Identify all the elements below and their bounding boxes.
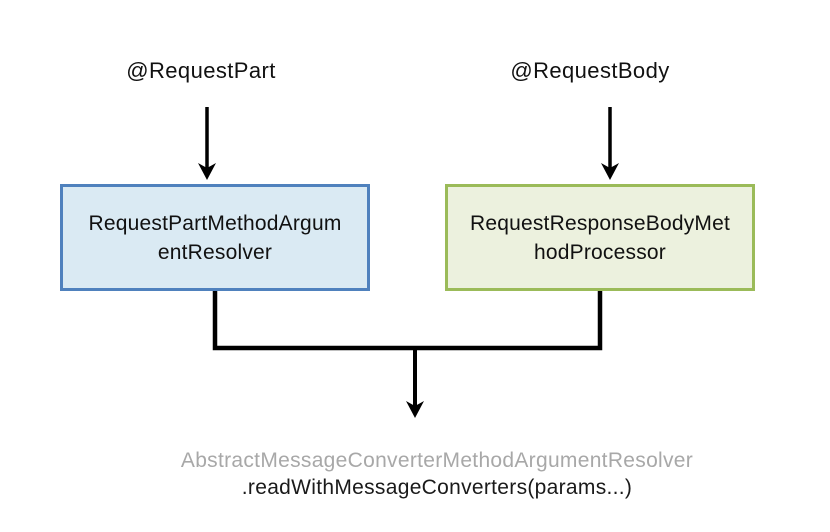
- result-class-name: AbstractMessageConverterMethodArgumentRe…: [180, 449, 694, 472]
- merge-connector: [212, 291, 603, 351]
- node-label-line: entResolver: [157, 240, 273, 264]
- node-label-line: RequestPartMethodArgum: [88, 211, 342, 235]
- arrow-merge-to-result: [406, 348, 424, 418]
- result-method-call: .readWithMessageConverters(params...): [241, 476, 633, 499]
- arrow-request-part-to-resolver: [198, 107, 216, 180]
- node-request-part-method-argument-resolver: RequestPartMethodArgum entResolver: [60, 184, 370, 291]
- annotation-request-body: @RequestBody: [510, 58, 670, 83]
- arrowhead-icon: [601, 163, 619, 180]
- result-caption: AbstractMessageConverterMethodArgumentRe…: [44, 447, 830, 501]
- annotation-request-part: @RequestPart: [126, 58, 276, 83]
- node-label-line: hodProcessor: [534, 240, 666, 264]
- arrow-request-body-to-processor: [601, 107, 619, 180]
- node-label-line: RequestResponseBodyMet: [469, 211, 731, 235]
- arrowhead-icon: [198, 163, 216, 180]
- node-label: RequestResponseBodyMet hodProcessor: [470, 209, 730, 267]
- node-label: RequestPartMethodArgum entResolver: [88, 209, 341, 267]
- node-request-response-body-method-processor: RequestResponseBodyMet hodProcessor: [445, 184, 755, 291]
- arrowhead-icon: [406, 401, 424, 418]
